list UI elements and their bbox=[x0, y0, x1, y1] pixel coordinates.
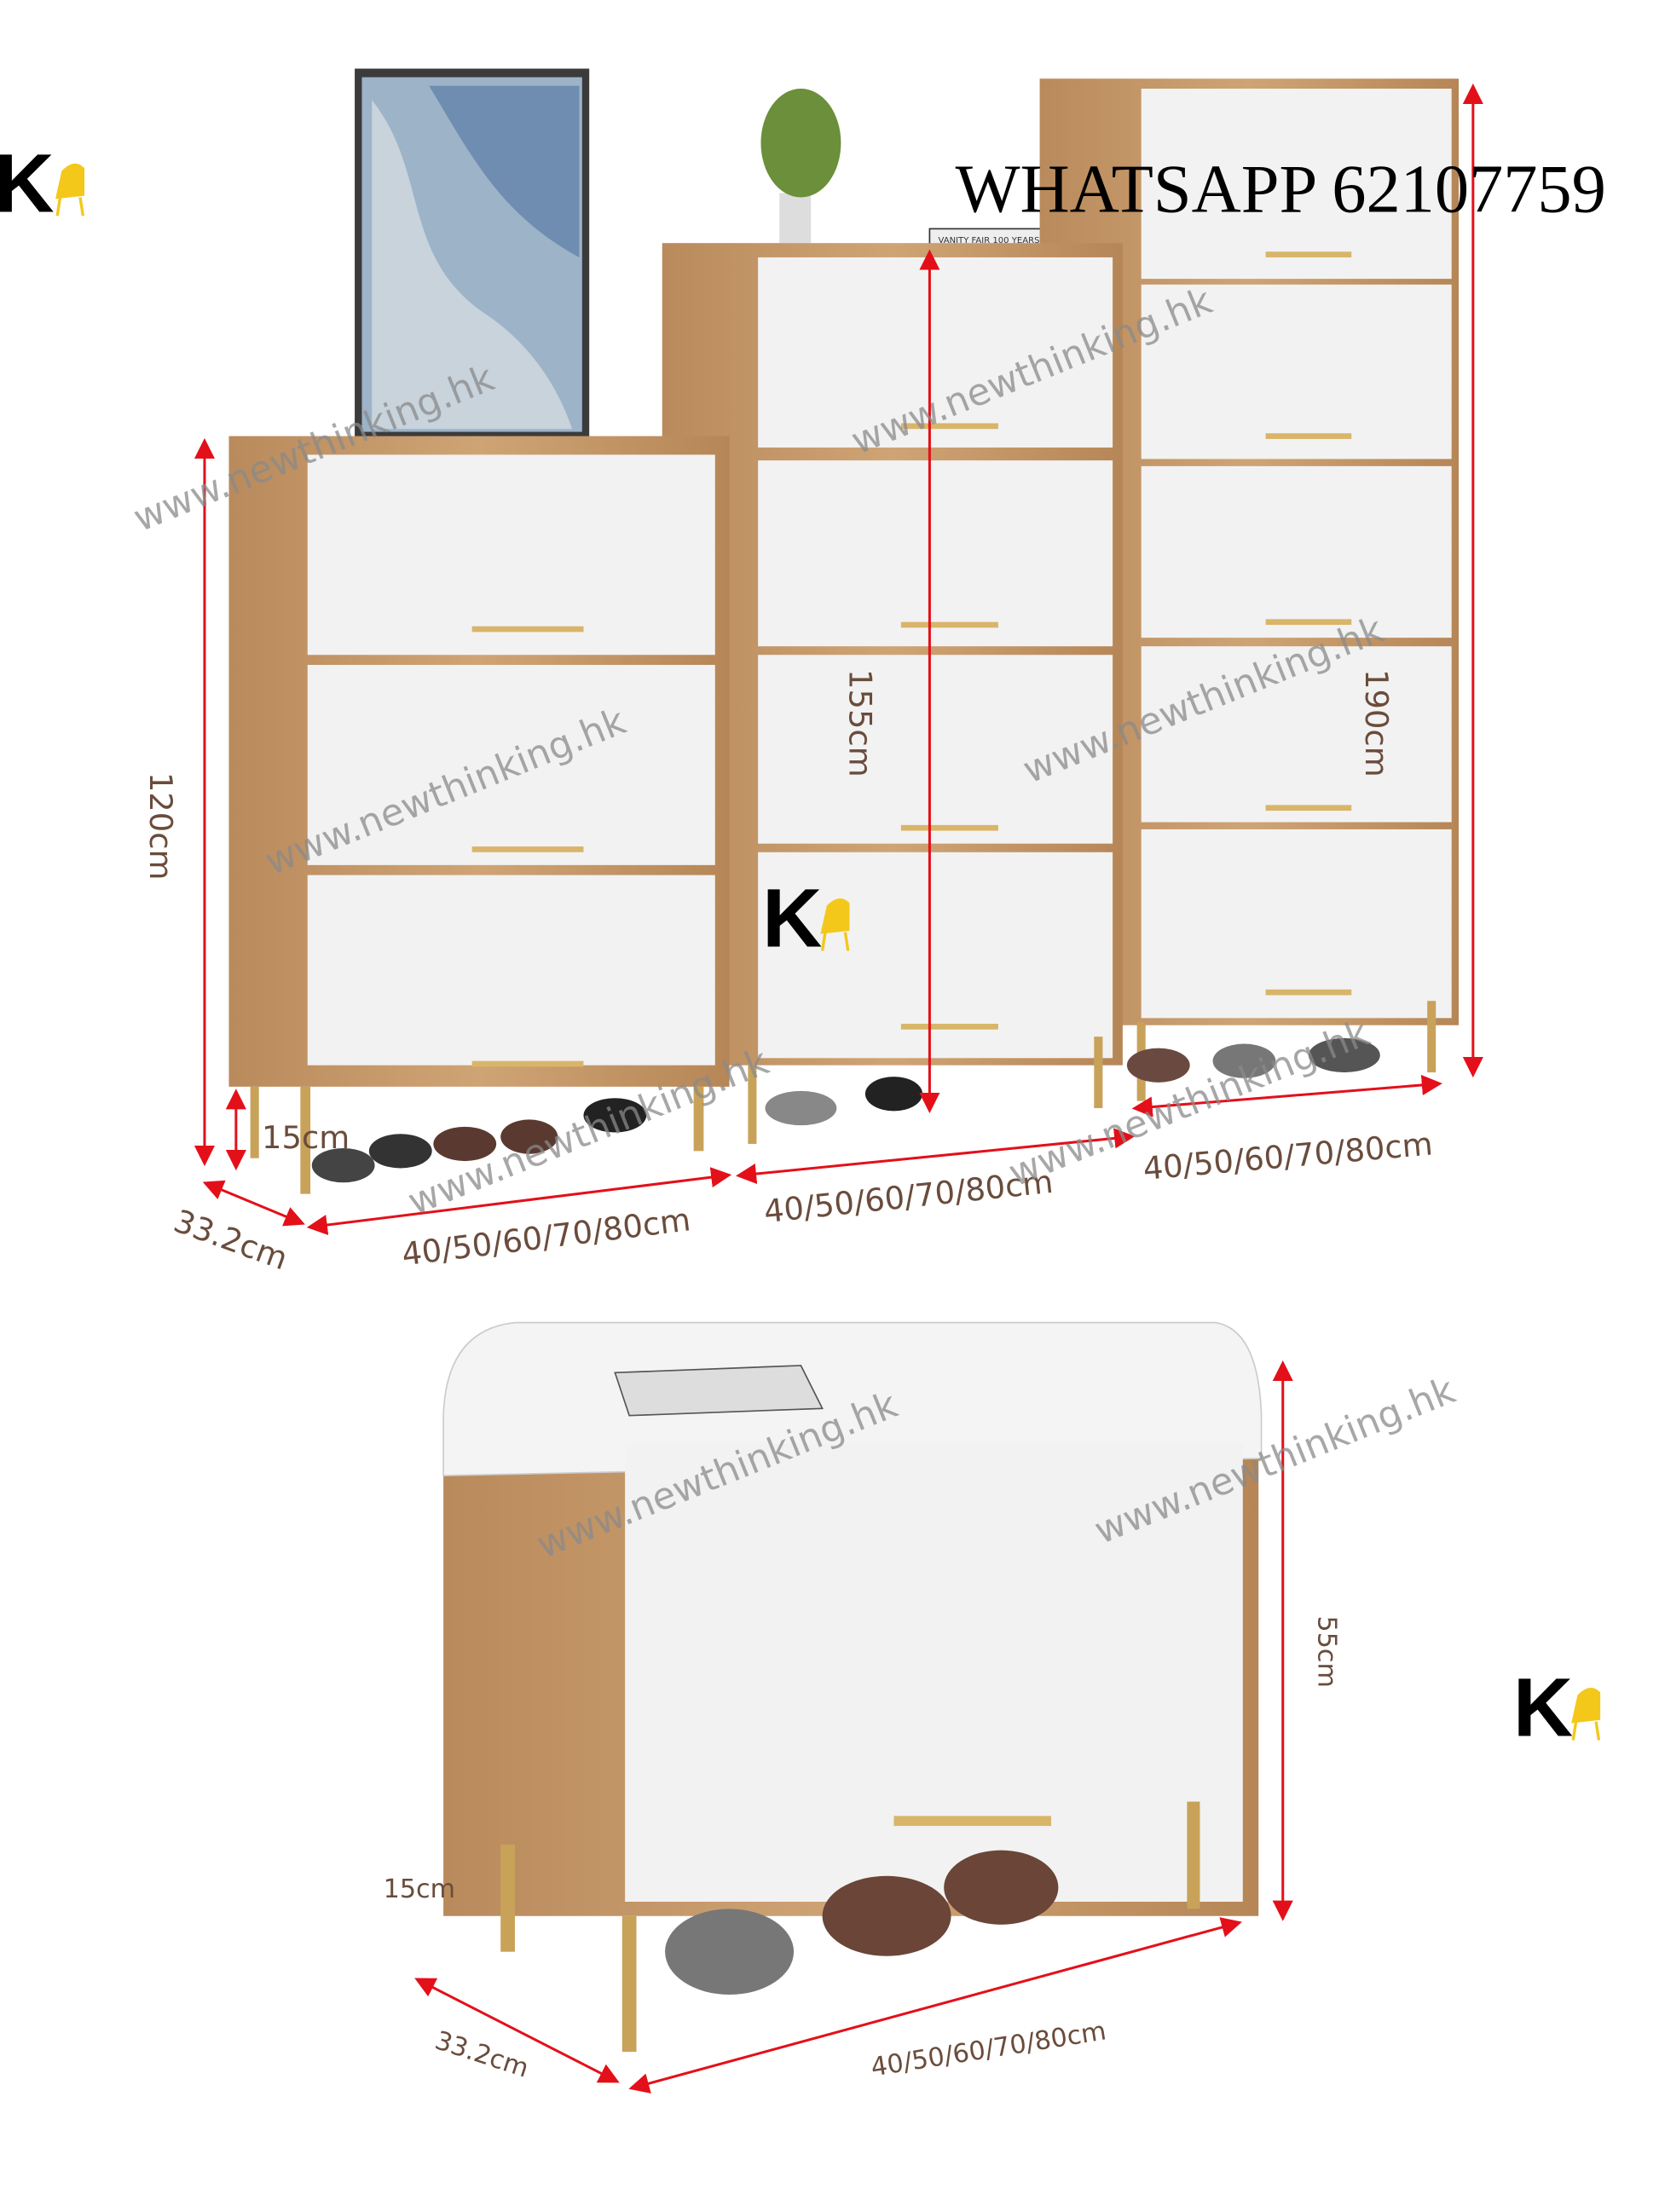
whatsapp-contact: WHATSAPP 62107759 bbox=[956, 151, 1606, 227]
small-height-label: 120cm bbox=[142, 772, 179, 881]
bench-depth-label: 33.2cm bbox=[431, 2025, 532, 2083]
svg-text:VANITY FAIR 100 YEARS: VANITY FAIR 100 YEARS bbox=[938, 236, 1039, 245]
dimension-arrows bbox=[194, 83, 1483, 2094]
bench-width-label: 40/50/60/70/80cm bbox=[869, 2016, 1108, 2082]
cabinet-tall bbox=[1039, 78, 1460, 1101]
cabinet-small bbox=[228, 436, 730, 1194]
bench bbox=[442, 1321, 1263, 2053]
small-leg-label: 15cm bbox=[262, 1119, 350, 1156]
small-depth-label: 33.2cm bbox=[169, 1203, 292, 1278]
shoes bbox=[311, 1037, 1380, 1183]
brand-logo: K bbox=[762, 871, 850, 964]
magazine bbox=[614, 1365, 824, 1417]
medium-height-label: 155cm bbox=[841, 669, 878, 777]
bench-leg-label: 15cm bbox=[384, 1874, 455, 1904]
tall-width-label: 40/50/60/70/80cm bbox=[1142, 1125, 1434, 1187]
brand-logo: K bbox=[0, 136, 85, 229]
wall-painting bbox=[355, 68, 590, 438]
tall-height-label: 190cm bbox=[1358, 669, 1395, 777]
bench-height-label: 55cm bbox=[1312, 1616, 1342, 1688]
svg-text:K: K bbox=[762, 871, 822, 964]
svg-text:K: K bbox=[1513, 1660, 1573, 1753]
svg-text:K: K bbox=[0, 136, 55, 229]
decor-plant bbox=[760, 89, 841, 244]
brand-logo: K bbox=[1513, 1660, 1601, 1753]
